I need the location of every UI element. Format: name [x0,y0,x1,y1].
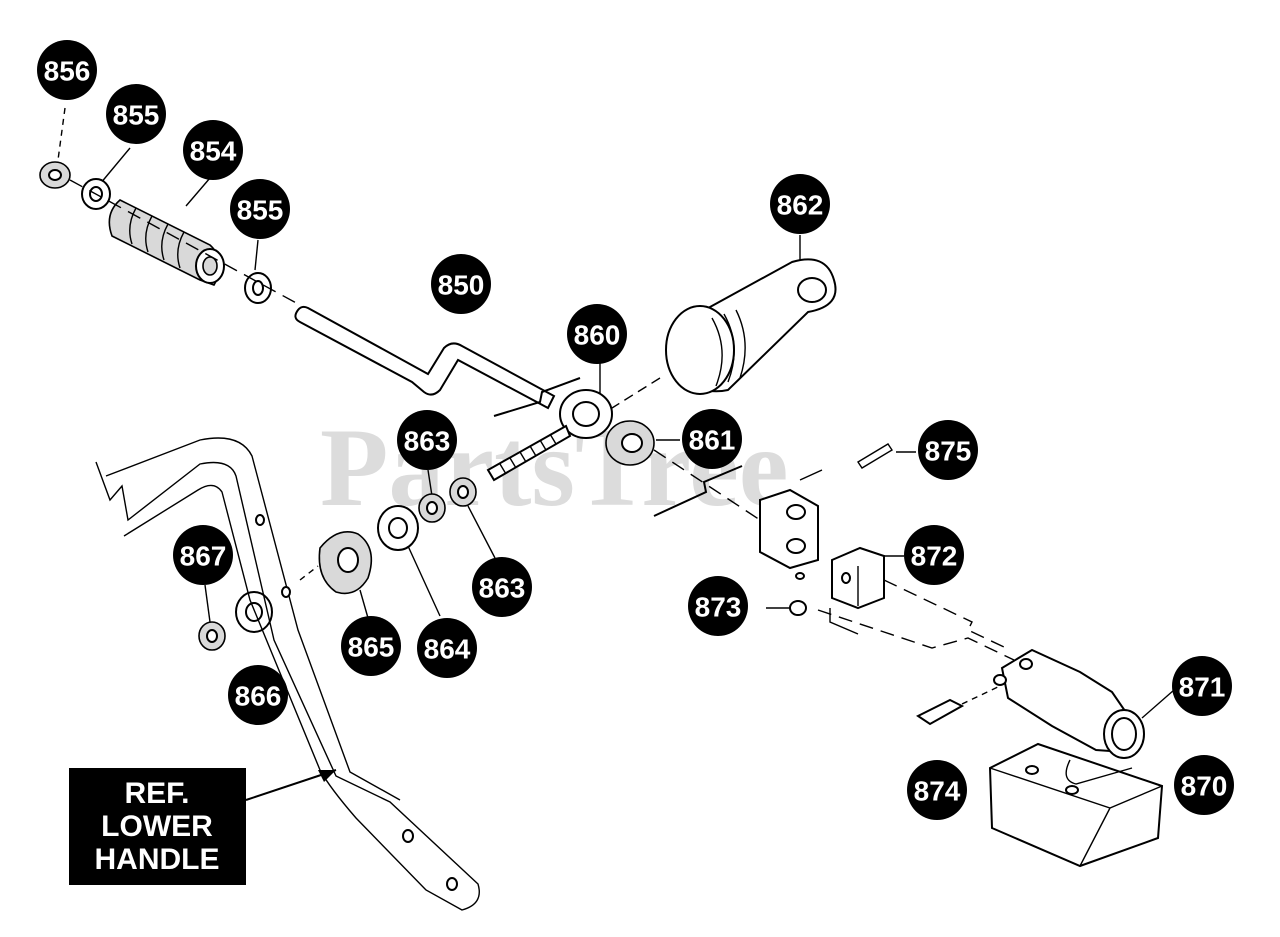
svg-text:874: 874 [914,776,961,807]
nuts [418,469,496,559]
grip-assembly [39,107,301,306]
svg-text:850: 850 [438,270,485,301]
callout-856: 856 [37,40,97,100]
svg-text:855: 855 [237,195,284,226]
callout-864: 864 [417,618,477,678]
svg-text:863: 863 [404,426,451,457]
reference-line-2: LOWER [101,810,213,843]
svg-text:863: 863 [479,573,526,604]
callout-872: 872 [904,525,964,585]
shift-knob [611,235,837,409]
svg-text:875: 875 [925,436,972,467]
svg-text:873: 873 [695,592,742,623]
callout-862: 862 [770,174,830,234]
svg-text:865: 865 [348,632,395,663]
callout-875: 875 [918,420,978,480]
bushing [605,420,761,521]
svg-text:861: 861 [689,425,736,456]
callout-871: 871 [1172,656,1232,716]
svg-text:864: 864 [424,634,471,665]
callout-870: 870 [1174,755,1234,815]
callout-863: 863 [472,557,532,617]
eye-bolt [486,360,613,482]
svg-text:855: 855 [113,100,160,131]
callout-861: 861 [682,409,742,469]
callout-866: 866 [228,665,288,725]
reference-line-1: REF. [124,777,189,810]
svg-text:872: 872 [911,541,958,572]
svg-text:870: 870 [1181,771,1228,802]
svg-text:866: 866 [235,681,282,712]
svg-text:856: 856 [44,56,91,87]
nut-and-washer [198,584,273,651]
callout-873: 873 [688,576,748,636]
svg-text:860: 860 [574,320,621,351]
shift-rod [294,305,581,417]
callout-860: 860 [567,304,627,364]
washer-and-bracket [299,505,441,619]
callout-855: 855 [106,84,166,144]
reference-line-3: HANDLE [95,843,220,876]
svg-text:862: 862 [777,190,824,221]
svg-text:871: 871 [1179,672,1226,703]
callout-867: 867 [173,525,233,585]
callout-855: 855 [230,179,290,239]
svg-text:854: 854 [190,136,237,167]
callout-854: 854 [183,120,243,180]
callout-850: 850 [431,254,491,314]
callout-874: 874 [907,760,967,820]
reference-label: REF. LOWER HANDLE [69,768,246,885]
svg-text:867: 867 [180,541,227,572]
callout-865: 865 [341,616,401,676]
clevis-assembly [759,443,1175,868]
callout-863: 863 [397,410,457,470]
lower-handle [95,437,480,911]
